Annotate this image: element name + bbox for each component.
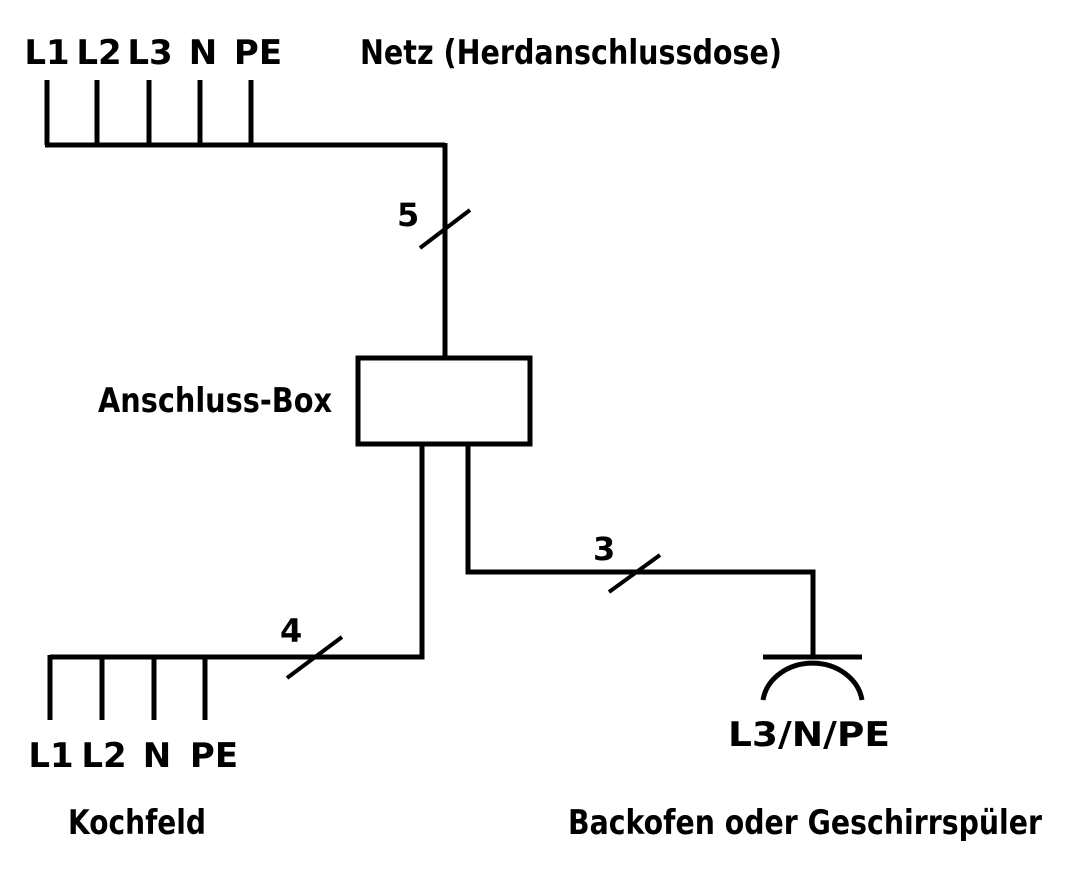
socket-icon	[760, 654, 865, 701]
appliance-title: Backofen oder Geschirrspüler	[568, 803, 1042, 843]
mains-pin-label-l3: L3	[127, 33, 172, 73]
appliance-wire-count-tick	[607, 553, 662, 594]
mains-pin-label-l2: L2	[76, 33, 121, 73]
mains-pin-label-pe: PE	[234, 33, 282, 73]
hob-pin-label-l1: L1	[28, 736, 73, 776]
mains-wire-count-tick	[418, 208, 472, 250]
mains-pin-label-l1: L1	[24, 33, 69, 73]
mains-wire-count: 5	[397, 196, 419, 234]
hob-wire-count: 4	[280, 612, 302, 650]
hob-title: Kochfeld	[68, 803, 206, 843]
mains-pin-label-n: N	[189, 33, 217, 73]
socket-arc	[760, 660, 865, 701]
hob-wire-count-tick	[285, 635, 344, 680]
connection-box-label: Anschluss-Box	[98, 381, 332, 421]
connection-box	[355, 355, 533, 447]
hob-cable	[50, 444, 425, 660]
hob-pin-label-n: N	[143, 736, 171, 776]
mains-terminal-block	[44, 80, 445, 148]
hob-pin-label-l2: L2	[81, 736, 126, 776]
mains-title: Netz (Herdanschlussdose)	[360, 33, 782, 73]
appliance-wire-count: 3	[593, 530, 615, 568]
hob-terminal-block	[47, 655, 208, 720]
appliance-socket-label: L3/N/PE	[728, 715, 890, 755]
appliance-cable	[465, 444, 816, 655]
hob-pin-label-pe: PE	[190, 736, 238, 776]
